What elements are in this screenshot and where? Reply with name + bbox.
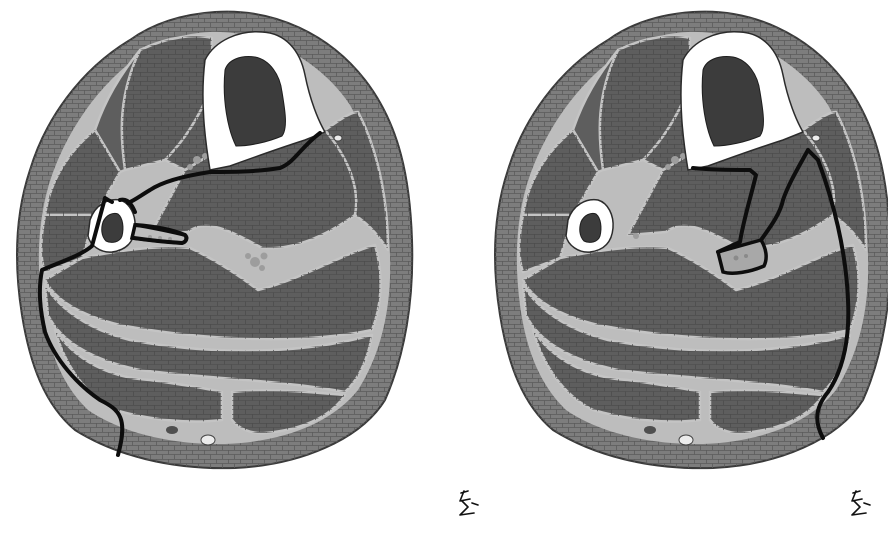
right-section — [495, 12, 888, 469]
artist-signature-left — [460, 491, 478, 515]
left-section — [17, 12, 412, 469]
artist-signature-right — [852, 491, 870, 515]
